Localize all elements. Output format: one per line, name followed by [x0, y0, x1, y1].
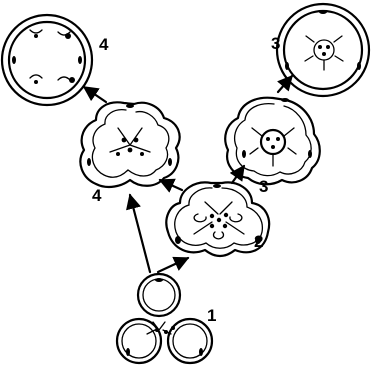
label-stage-4-lower: 4	[92, 187, 101, 204]
label-stage-3-lower: 3	[259, 178, 268, 195]
arrow-1-to-2	[158, 258, 188, 272]
label-stage-3-upper: 3	[271, 35, 280, 52]
arrow-1-to-4	[130, 195, 150, 272]
label-stage-1: 1	[207, 307, 216, 324]
arrow-2-to-4	[160, 180, 182, 190]
stage-4-lower-figure	[80, 102, 179, 187]
stage-3-upper-figure	[277, 4, 369, 96]
label-stage-2: 2	[254, 233, 263, 250]
label-stage-4-upper: 4	[99, 36, 108, 53]
arrow-4-to-4	[84, 87, 106, 102]
stage-4-upper-figure	[2, 15, 92, 105]
arrow-3-to-3	[278, 76, 292, 92]
stage-1-figure	[117, 274, 212, 363]
